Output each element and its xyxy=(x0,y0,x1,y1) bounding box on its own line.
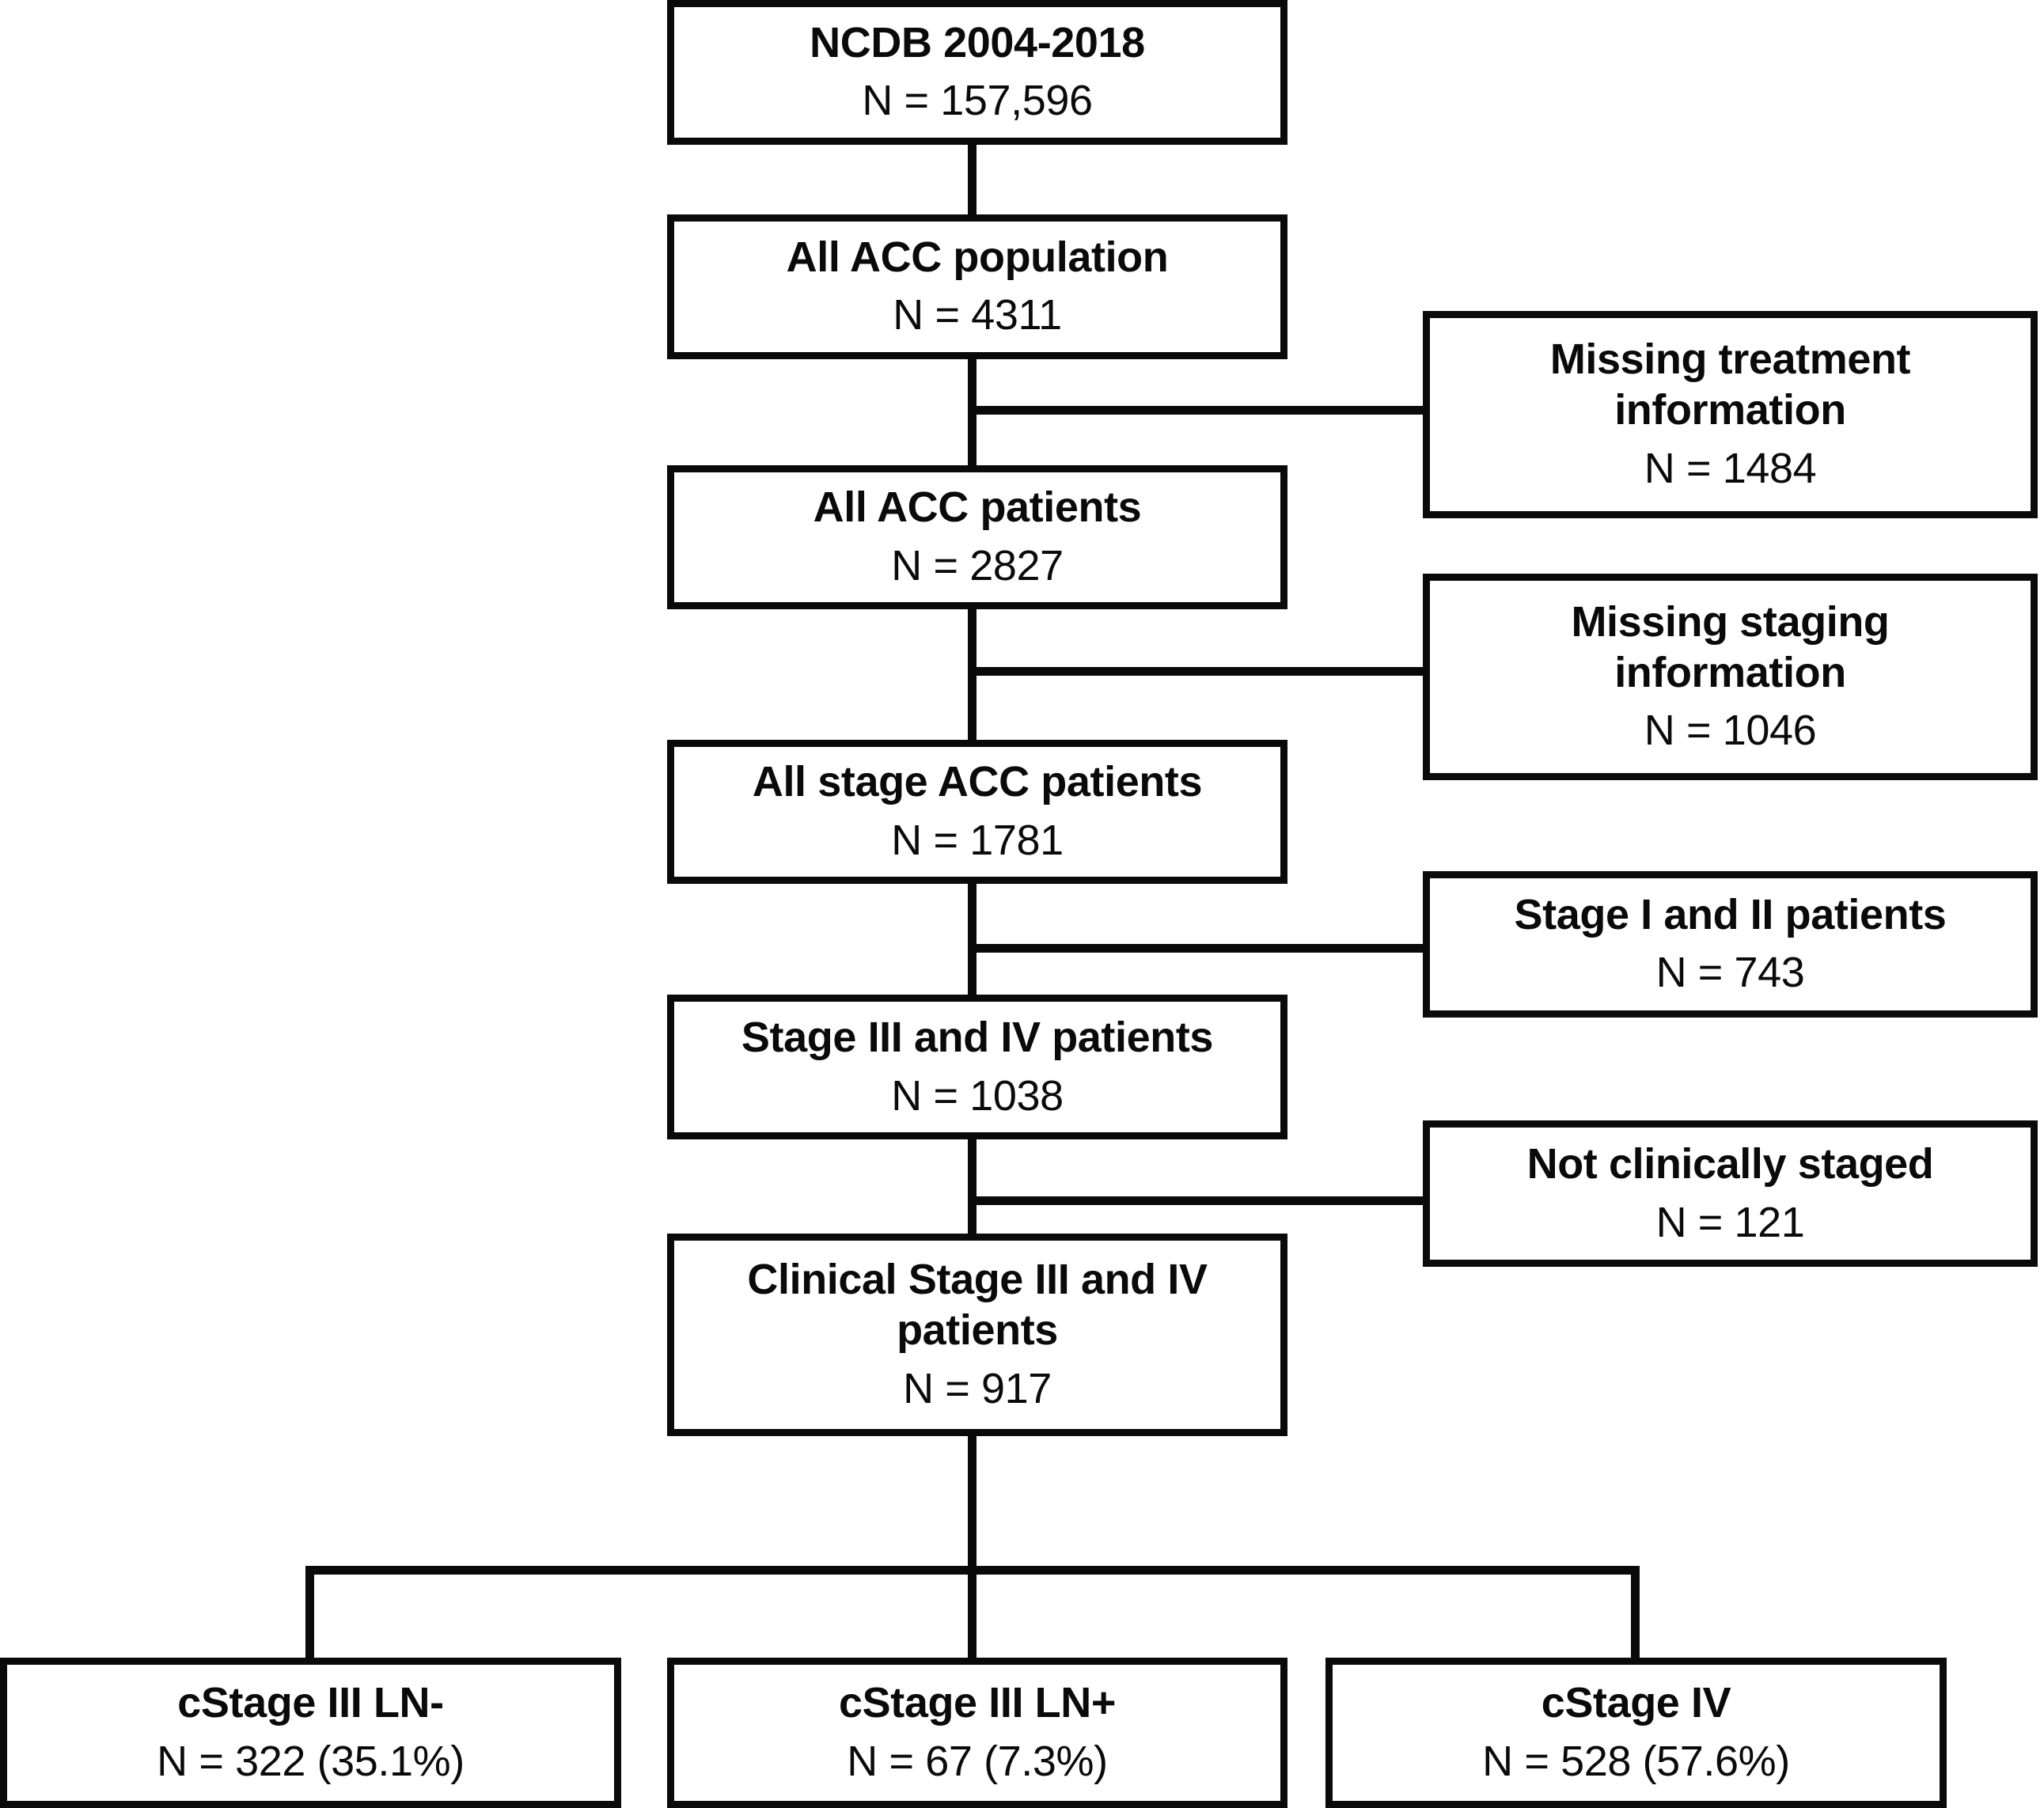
node-cstage-3-ln-positive-count: N = 67 (7.3%) xyxy=(847,1737,1108,1785)
node-ncdb-count: N = 157,596 xyxy=(862,77,1093,125)
node-stage-1-2-patients-count: N = 743 xyxy=(1655,949,1805,997)
node-not-clinically-staged[interactable]: Not clinically staged N = 121 xyxy=(1423,1120,2038,1268)
node-missing-treatment-information-title: Missing treatment information xyxy=(1549,335,1911,434)
node-clinical-stage-3-4-patients[interactable]: Clinical Stage III and IV patients N = 9… xyxy=(667,1233,1287,1436)
node-cstage-4-title: cStage IV xyxy=(1541,1679,1731,1727)
node-cstage-4[interactable]: cStage IV N = 528 (57.6%) xyxy=(1325,1657,1947,1808)
node-missing-staging-information[interactable]: Missing staging information N = 1046 xyxy=(1423,573,2038,781)
connector-stage34-to-clinical xyxy=(968,1137,976,1256)
node-clinical-stage-3-4-patients-count: N = 917 xyxy=(903,1364,1052,1412)
node-ncdb[interactable]: NCDB 2004-2018 N = 157,596 xyxy=(667,0,1287,145)
node-stage-1-2-patients-title: Stage I and II patients xyxy=(1514,890,1947,938)
node-all-stage-acc-patients-title: All stage ACC patients xyxy=(752,758,1203,806)
node-stage-3-4-patients[interactable]: Stage III and IV patients N = 1038 xyxy=(667,995,1287,1140)
connector-clinical-to-split xyxy=(968,1433,976,1579)
node-missing-staging-information-title: Missing staging information xyxy=(1571,597,1890,696)
node-all-stage-acc-patients[interactable]: All stage ACC patients N = 1781 xyxy=(667,739,1287,885)
node-missing-treatment-information[interactable]: Missing treatment information N = 1484 xyxy=(1423,310,2038,518)
node-cstage-3-ln-negative-title: cStage III LN- xyxy=(177,1679,444,1727)
node-cstage-3-ln-negative-count: N = 322 (35.1%) xyxy=(157,1737,465,1785)
connector-branch-missing-staging xyxy=(968,667,1427,677)
connector-patients-to-allstage xyxy=(968,607,976,756)
connector-split-to-cstage3-ln-neg xyxy=(305,1566,314,1658)
node-all-acc-population-title: All ACC population xyxy=(786,233,1169,281)
node-not-clinically-staged-title: Not clinically staged xyxy=(1526,1139,1934,1188)
node-cstage-3-ln-negative[interactable]: cStage III LN- N = 322 (35.1%) xyxy=(0,1657,621,1808)
connector-allstage-to-stage34 xyxy=(968,881,976,1000)
node-missing-treatment-information-count: N = 1484 xyxy=(1644,444,1817,492)
node-cstage-3-ln-positive-title: cStage III LN+ xyxy=(838,1679,1116,1727)
connector-split-to-cstage4 xyxy=(1631,1566,1640,1658)
node-not-clinically-staged-count: N = 121 xyxy=(1655,1198,1805,1246)
node-all-acc-patients-title: All ACC patients xyxy=(813,483,1142,532)
connector-branch-missing-treatment xyxy=(968,406,1427,415)
node-stage-3-4-patients-title: Stage III and IV patients xyxy=(741,1014,1214,1062)
node-clinical-stage-3-4-patients-title: Clinical Stage III and IV patients xyxy=(747,1256,1208,1354)
node-stage-1-2-patients[interactable]: Stage I and II patients N = 743 xyxy=(1423,870,2038,1018)
node-all-stage-acc-patients-count: N = 1781 xyxy=(891,817,1064,865)
connector-branch-stage12 xyxy=(968,944,1427,953)
node-cstage-3-ln-positive[interactable]: cStage III LN+ N = 67 (7.3%) xyxy=(667,1657,1287,1808)
node-missing-staging-information-count: N = 1046 xyxy=(1644,707,1817,755)
connector-branch-not-staged xyxy=(968,1196,1427,1205)
node-stage-3-4-patients-count: N = 1038 xyxy=(891,1071,1064,1120)
connector-ncdb-to-population xyxy=(968,142,976,220)
node-all-acc-patients-count: N = 2827 xyxy=(891,541,1064,589)
connector-split-to-cstage3-ln-pos xyxy=(968,1566,976,1658)
node-ncdb-title: NCDB 2004-2018 xyxy=(810,18,1145,66)
node-all-acc-population-count: N = 4311 xyxy=(893,291,1062,339)
node-all-acc-population[interactable]: All ACC population N = 4311 xyxy=(667,214,1287,359)
node-cstage-4-count: N = 528 (57.6%) xyxy=(1482,1737,1790,1785)
node-all-acc-patients[interactable]: All ACC patients N = 2827 xyxy=(667,464,1287,610)
